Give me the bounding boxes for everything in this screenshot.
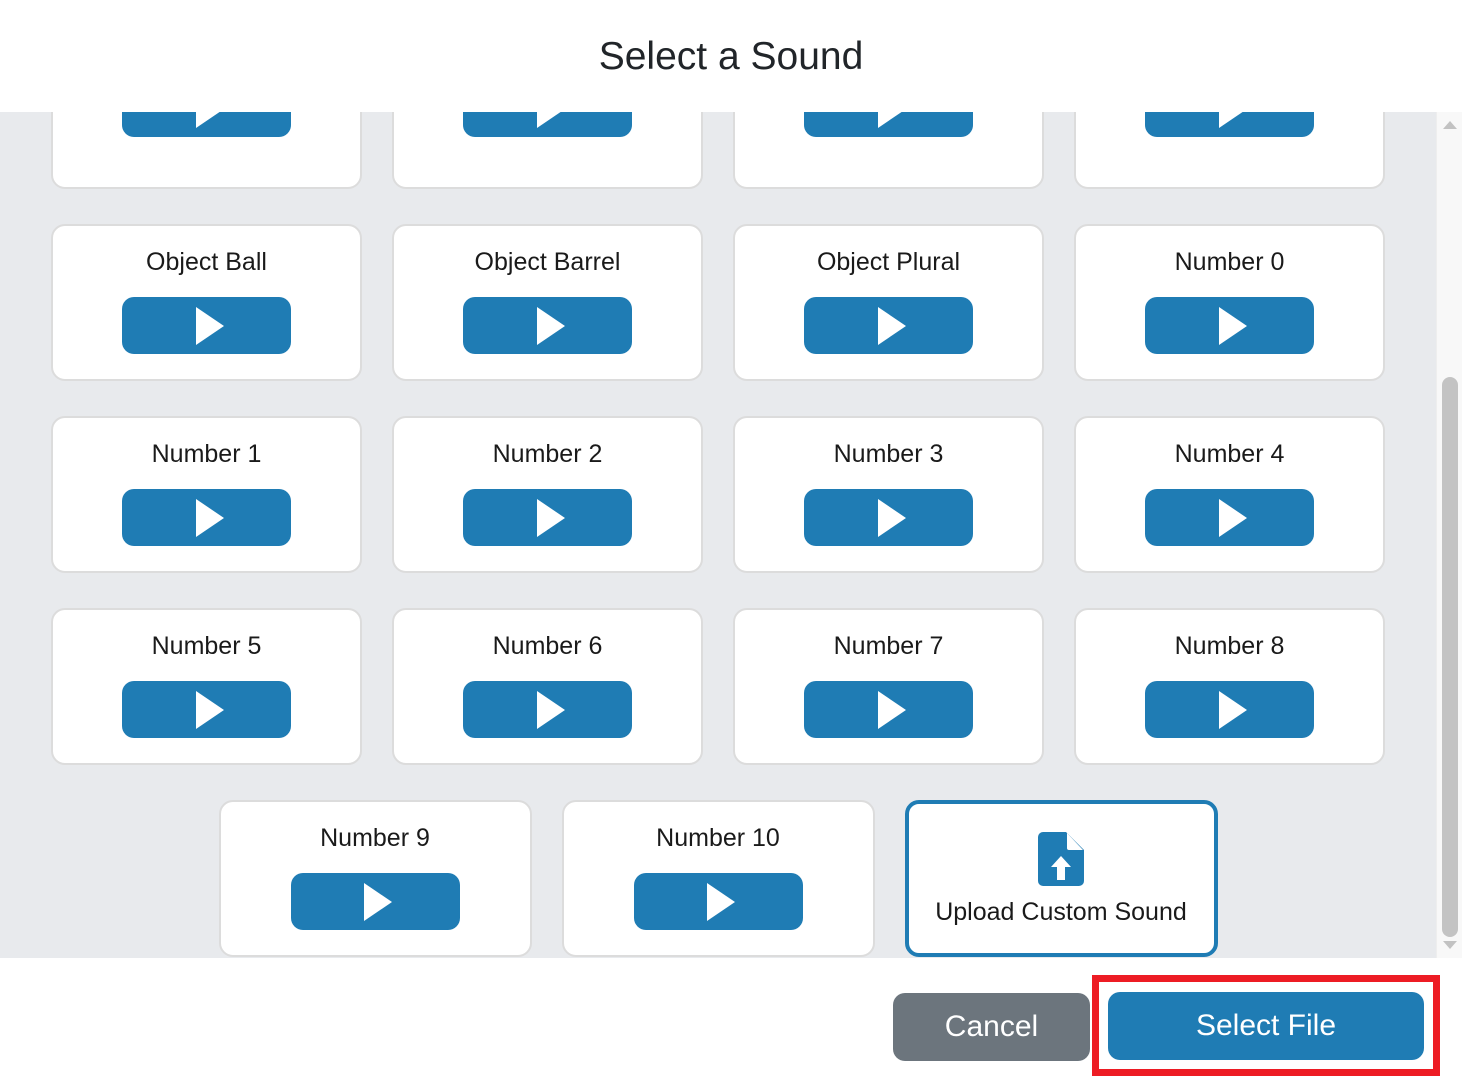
- play-icon: [877, 306, 906, 345]
- sound-card-object-barrel[interactable]: Object Barrel: [392, 224, 703, 381]
- play-icon: [877, 690, 906, 729]
- sound-card-label: Object Ball: [146, 248, 267, 276]
- sound-card-label: Number 4: [1174, 440, 1285, 468]
- upload-custom-sound-label: Upload Custom Sound: [935, 898, 1187, 926]
- sound-card[interactable]: [733, 112, 1044, 189]
- play-button[interactable]: [1145, 489, 1314, 546]
- sound-card-number-6[interactable]: Number 6: [392, 608, 703, 765]
- page-title: Select a Sound: [598, 34, 864, 78]
- play-icon: [536, 306, 565, 345]
- sound-card-number-1[interactable]: Number 1: [51, 416, 362, 573]
- scroll-up-arrow-icon[interactable]: [1437, 112, 1462, 138]
- play-button[interactable]: [804, 489, 973, 546]
- play-icon: [195, 498, 224, 537]
- play-button[interactable]: [122, 489, 291, 546]
- play-button[interactable]: [804, 297, 973, 354]
- sound-card-label: Number 5: [151, 632, 262, 660]
- sound-row: Number 1 Number 2 Number 3 Number 4: [51, 416, 1385, 573]
- play-button[interactable]: [463, 112, 632, 137]
- play-icon: [1218, 690, 1247, 729]
- select-file-highlight-box: [1092, 975, 1440, 1076]
- sound-card[interactable]: [1074, 112, 1385, 189]
- play-icon: [1218, 306, 1247, 345]
- play-icon: [536, 112, 565, 128]
- sound-card-label: Number 8: [1174, 632, 1285, 660]
- sound-card-label: Number 0: [1174, 248, 1285, 276]
- sound-row-last: Number 9 Number 10: [51, 800, 1385, 957]
- sound-card-object-ball[interactable]: Object Ball: [51, 224, 362, 381]
- play-button[interactable]: [1145, 681, 1314, 738]
- play-button[interactable]: [1145, 297, 1314, 354]
- dialog-header: Select a Sound: [0, 0, 1462, 112]
- sound-grid: Object Ball Object Barrel Object Plural …: [0, 112, 1436, 958]
- sound-card-number-10[interactable]: Number 10: [561, 800, 875, 957]
- sound-row: [51, 112, 1385, 189]
- play-button[interactable]: [804, 681, 973, 738]
- sound-card-label: Number 10: [656, 824, 780, 852]
- sound-card-number-3[interactable]: Number 3: [733, 416, 1044, 573]
- scrollbar-thumb[interactable]: [1442, 377, 1458, 937]
- sound-card-label: Number 9: [320, 824, 430, 852]
- play-button[interactable]: [463, 681, 632, 738]
- play-icon: [1218, 112, 1247, 128]
- play-icon: [877, 498, 906, 537]
- sound-card-number-0[interactable]: Number 0: [1074, 224, 1385, 381]
- play-button[interactable]: [633, 873, 803, 930]
- play-icon: [195, 112, 224, 128]
- sound-card-number-9[interactable]: Number 9: [218, 800, 532, 957]
- play-icon: [536, 690, 565, 729]
- sound-card[interactable]: [392, 112, 703, 189]
- sound-card-number-5[interactable]: Number 5: [51, 608, 362, 765]
- sound-card-label: Object Barrel: [474, 248, 621, 276]
- sound-card-number-4[interactable]: Number 4: [1074, 416, 1385, 573]
- play-button[interactable]: [1145, 112, 1314, 137]
- sound-card-object-plural[interactable]: Object Plural: [733, 224, 1044, 381]
- play-button[interactable]: [463, 297, 632, 354]
- sound-card-label: Number 7: [833, 632, 944, 660]
- sound-card-number-8[interactable]: Number 8: [1074, 608, 1385, 765]
- play-button[interactable]: [122, 112, 291, 137]
- play-icon: [195, 690, 224, 729]
- play-button[interactable]: [463, 489, 632, 546]
- sound-card-label: Number 3: [833, 440, 944, 468]
- sound-card-number-7[interactable]: Number 7: [733, 608, 1044, 765]
- play-icon: [536, 498, 565, 537]
- cancel-button[interactable]: Cancel: [893, 993, 1090, 1061]
- sound-row: Object Ball Object Barrel Object Plural …: [51, 224, 1385, 381]
- sound-card-number-2[interactable]: Number 2: [392, 416, 703, 573]
- play-icon: [195, 306, 224, 345]
- play-button[interactable]: [290, 873, 460, 930]
- sound-card-label: Number 1: [151, 440, 262, 468]
- upload-custom-sound-card[interactable]: Upload Custom Sound: [904, 800, 1218, 957]
- play-icon: [707, 882, 735, 921]
- play-button[interactable]: [122, 681, 291, 738]
- vertical-scrollbar[interactable]: [1436, 112, 1462, 958]
- file-upload-icon: [1038, 832, 1084, 886]
- sound-card[interactable]: [51, 112, 362, 189]
- select-file-button[interactable]: Select File: [1108, 992, 1424, 1060]
- sound-row: Number 5 Number 6 Number 7 Number 8: [51, 608, 1385, 765]
- play-button[interactable]: [804, 112, 973, 137]
- sound-list-scroll-area[interactable]: Object Ball Object Barrel Object Plural …: [0, 112, 1462, 958]
- scroll-down-arrow-icon[interactable]: [1437, 932, 1462, 958]
- sound-card-label: Number 2: [492, 440, 603, 468]
- play-icon: [364, 882, 392, 921]
- play-icon: [877, 112, 906, 128]
- play-icon: [1218, 498, 1247, 537]
- sound-card-label: Object Plural: [816, 248, 961, 276]
- sound-grid-clip: Object Ball Object Barrel Object Plural …: [0, 112, 1436, 958]
- play-button[interactable]: [122, 297, 291, 354]
- sound-card-label: Number 6: [492, 632, 603, 660]
